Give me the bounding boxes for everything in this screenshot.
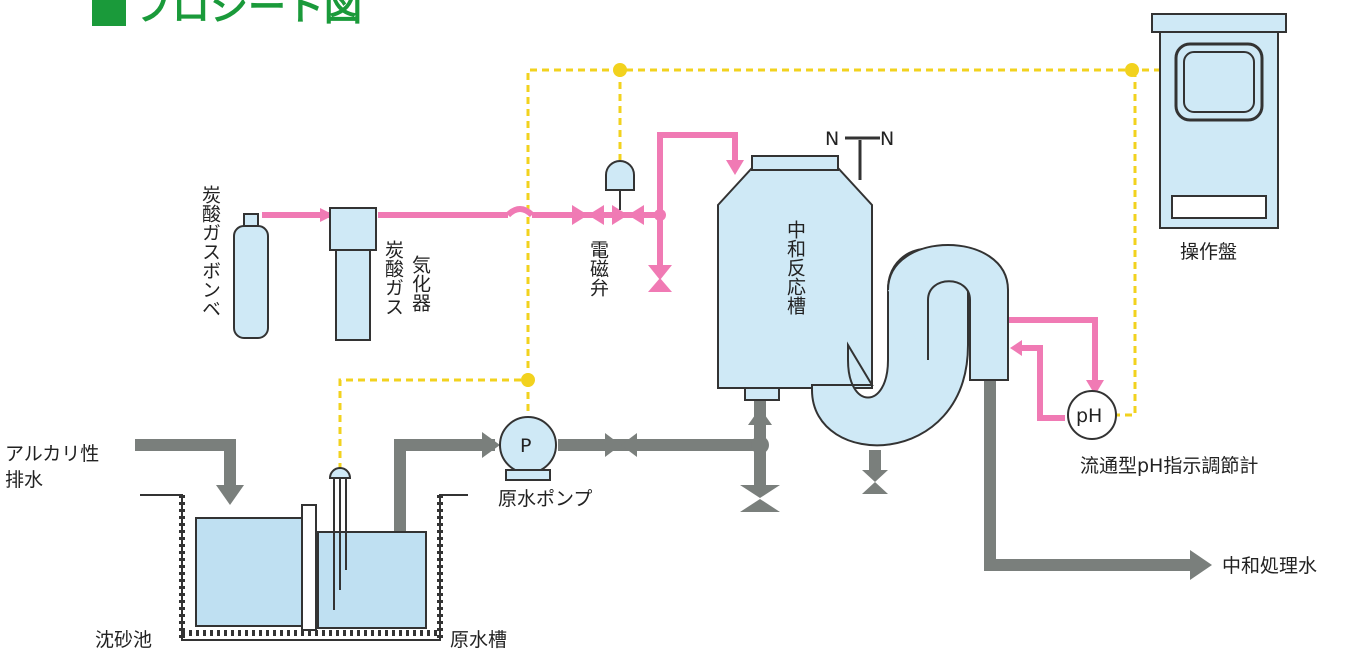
control-panel-label: 操作盤 [1180, 241, 1237, 263]
co2-vaporizer-label-2: 気化器 [409, 255, 431, 312]
co2-arrow-2 [726, 160, 744, 175]
co2-cylinder-label: 炭酸ガスボンベ [199, 185, 221, 318]
signal-junction-1 [613, 63, 627, 77]
signal-junction-3 [521, 373, 535, 387]
co2-drain-valve-icon [648, 265, 672, 280]
drain-valve-icon [740, 485, 780, 512]
co2-cylinder-icon [233, 225, 269, 339]
vent-symbol-right: N [880, 128, 894, 150]
reactor-label: 中和反応槽 [784, 220, 806, 315]
vaporizer-body-icon [335, 249, 371, 341]
page-title: フロシート図 [134, 0, 362, 29]
control-panel-top [1151, 13, 1287, 33]
pump-inlet-arrow [482, 432, 500, 458]
raw-tank-label: 原水槽 [450, 629, 507, 651]
vent-symbol-left: N [825, 128, 839, 150]
alkaline-label-1: アルカリ性 [5, 443, 99, 465]
treated-water-label: 中和処理水 [1222, 555, 1317, 577]
sand-pit-and-raw-tank [140, 494, 468, 641]
co2-arrow-3 [1086, 380, 1104, 395]
level-sensor-icon [328, 467, 352, 479]
ph-symbol: pH [1076, 405, 1102, 427]
treated-water-arrow [1190, 550, 1212, 580]
solenoid-actuator-icon [605, 160, 635, 191]
solenoid-valve-label: 電磁弁 [587, 240, 609, 297]
co2-arrow-4 [1010, 340, 1022, 356]
pump-symbol: P [520, 435, 531, 457]
inflow-arrow [216, 485, 244, 505]
ph-meter-icon [1067, 390, 1117, 440]
pipe-junction [751, 436, 769, 454]
title-marker [92, 0, 126, 26]
reactor-drain-valve-icon [862, 470, 888, 494]
solenoid-valve-icon [572, 205, 644, 225]
co2-arrow-1 [320, 208, 334, 222]
sand-pit-label: 沈砂池 [95, 629, 152, 651]
ph-meter-label: 流通型pH指示調節計 [1080, 455, 1258, 477]
alkaline-label-2: 排水 [5, 469, 43, 491]
cylinder-valve-icon [243, 213, 259, 227]
vaporizer-head-icon [329, 207, 377, 251]
reactor-inlet-arrow [748, 408, 772, 425]
gate-valve-icon [605, 433, 637, 457]
signal-junction-2 [1125, 63, 1139, 77]
co2-vaporizer-label-1: 炭酸ガス [382, 240, 404, 316]
raw-pump-label: 原水ポンプ [498, 488, 592, 510]
co2-junction [654, 209, 666, 221]
